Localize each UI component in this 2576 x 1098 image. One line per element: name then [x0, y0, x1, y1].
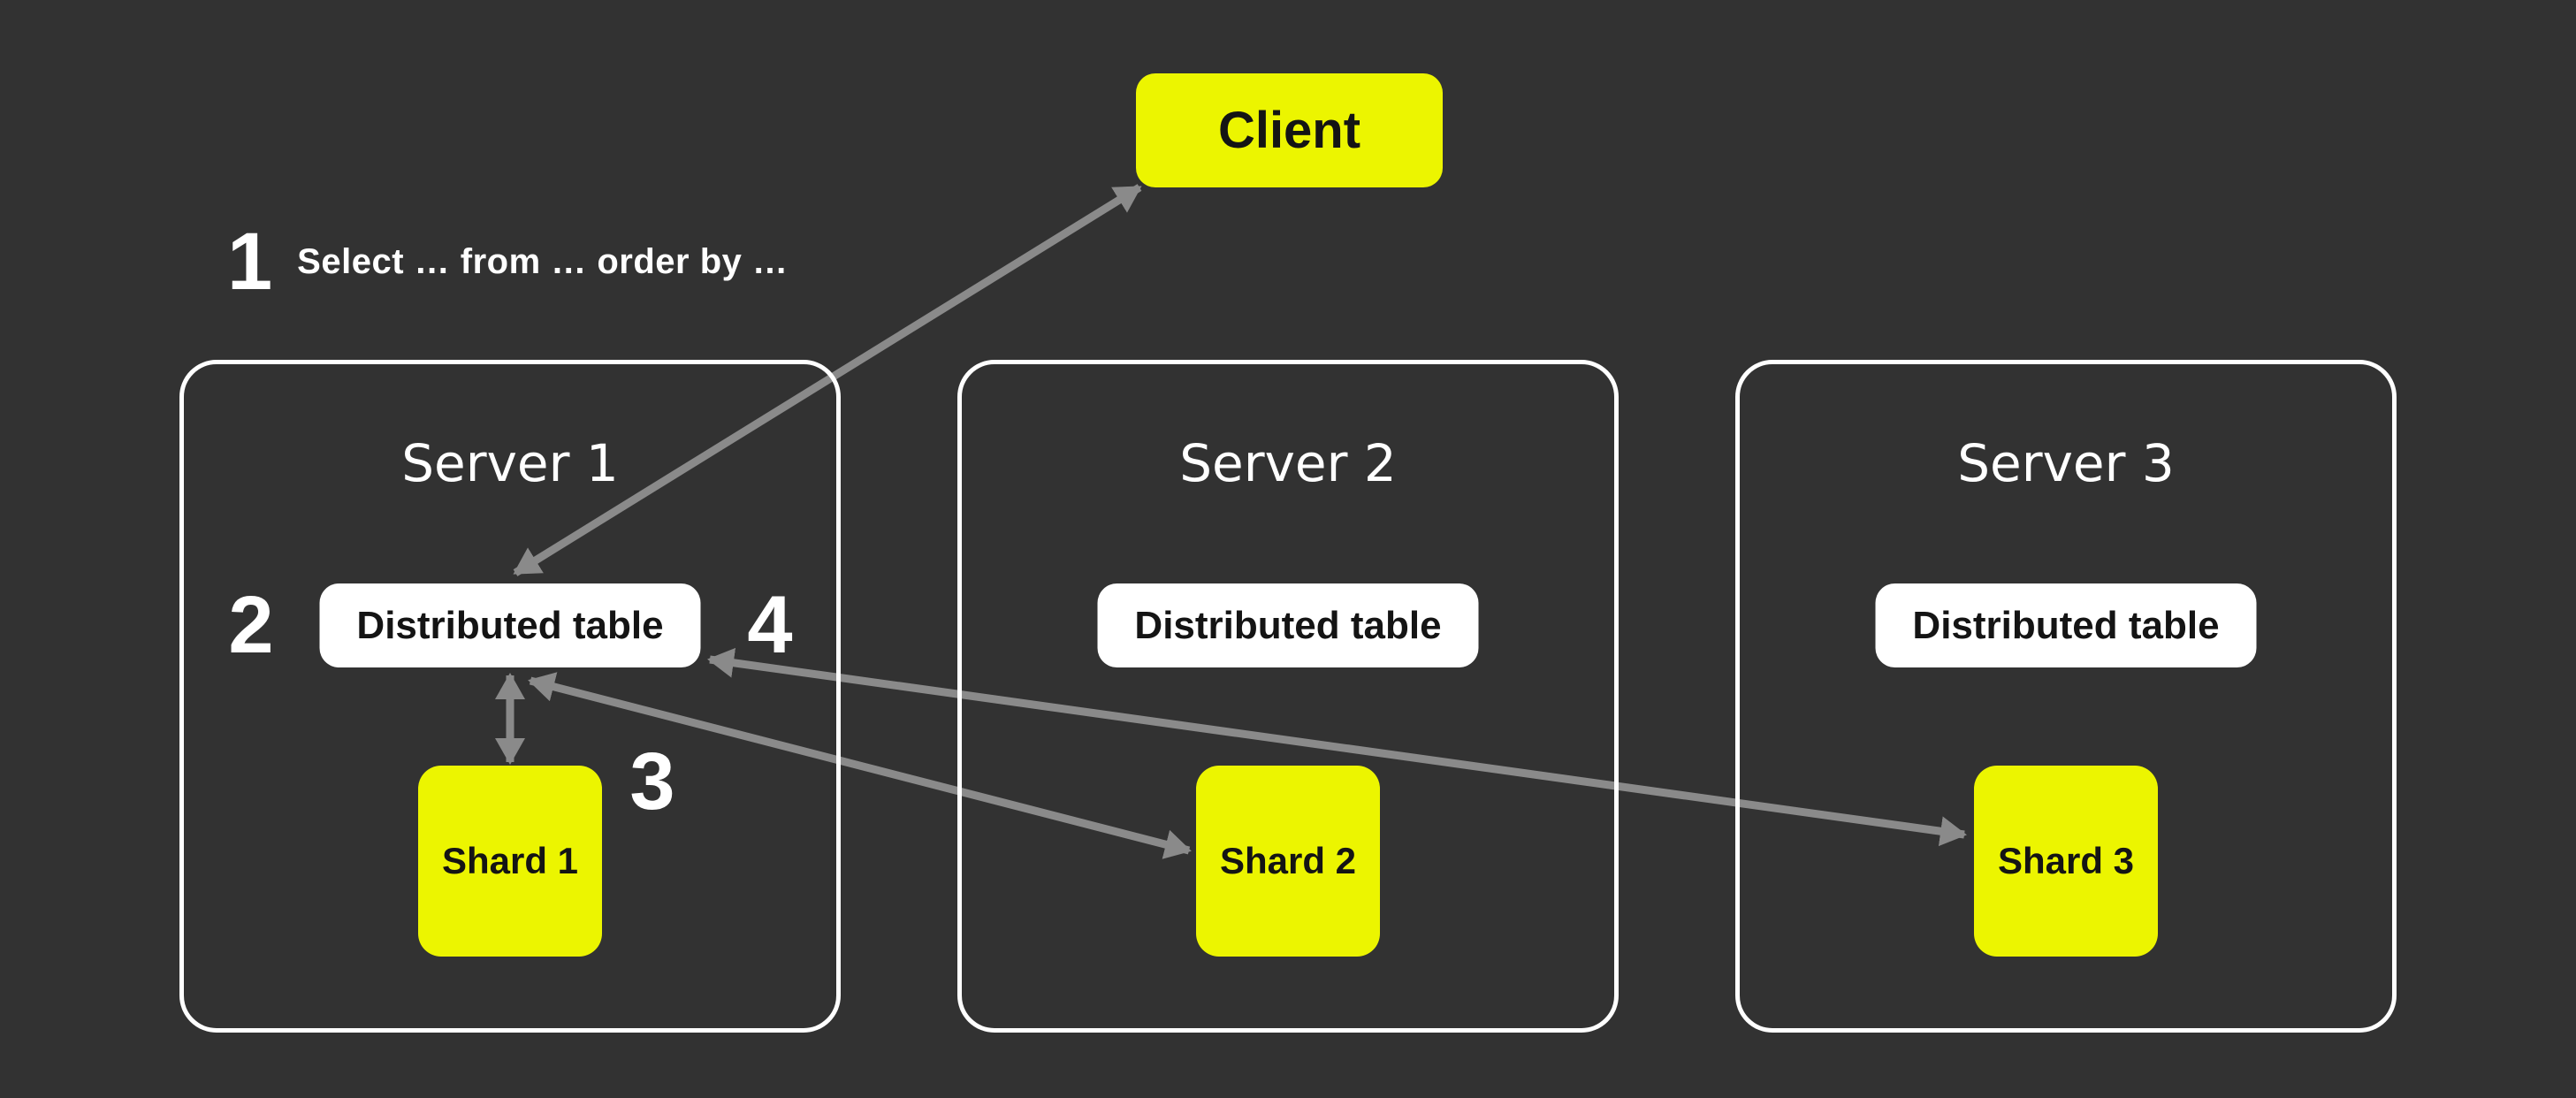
client-label: Client: [1217, 102, 1361, 159]
distributed-table-3-label: Distributed table: [1912, 603, 2220, 647]
server-1-title: Server 1: [401, 433, 619, 493]
shard-2: Shard 2: [1196, 766, 1380, 957]
distributed-table-3: Distributed table: [1875, 583, 2257, 667]
shard-3-label: Shard 3: [1997, 840, 2135, 881]
step2-number: 2: [228, 580, 274, 670]
distributed-table-2: Distributed table: [1097, 583, 1479, 667]
arrow-disttable1-shard3: [707, 647, 1967, 847]
shard-1-label: Shard 1: [441, 840, 579, 881]
step4-number: 4: [747, 580, 793, 670]
server-1-box: Server 1 Distributed table Shard 1: [179, 360, 841, 1033]
distributed-table-1-label: Distributed table: [356, 603, 664, 647]
query-text: Select … from … order by …: [297, 241, 789, 281]
client-node: Client: [1136, 73, 1443, 187]
server-3-box: Server 3 Distributed table Shard 3: [1735, 360, 2397, 1033]
shard-2-label: Shard 2: [1219, 840, 1357, 881]
step3-number: 3: [629, 736, 675, 827]
shard-3: Shard 3: [1974, 766, 2158, 957]
server-3-title: Server 3: [1957, 433, 2175, 493]
distributed-table-1: Distributed table: [319, 583, 701, 667]
server-2-box: Server 2 Distributed table Shard 2: [957, 360, 1619, 1033]
distributed-table-2-label: Distributed table: [1134, 603, 1442, 647]
step1-annotation: 1 Select … from … order by …: [227, 221, 789, 302]
step1-number: 1: [227, 217, 273, 307]
server-2-title: Server 2: [1179, 433, 1397, 493]
shard-1: Shard 1: [418, 766, 602, 957]
